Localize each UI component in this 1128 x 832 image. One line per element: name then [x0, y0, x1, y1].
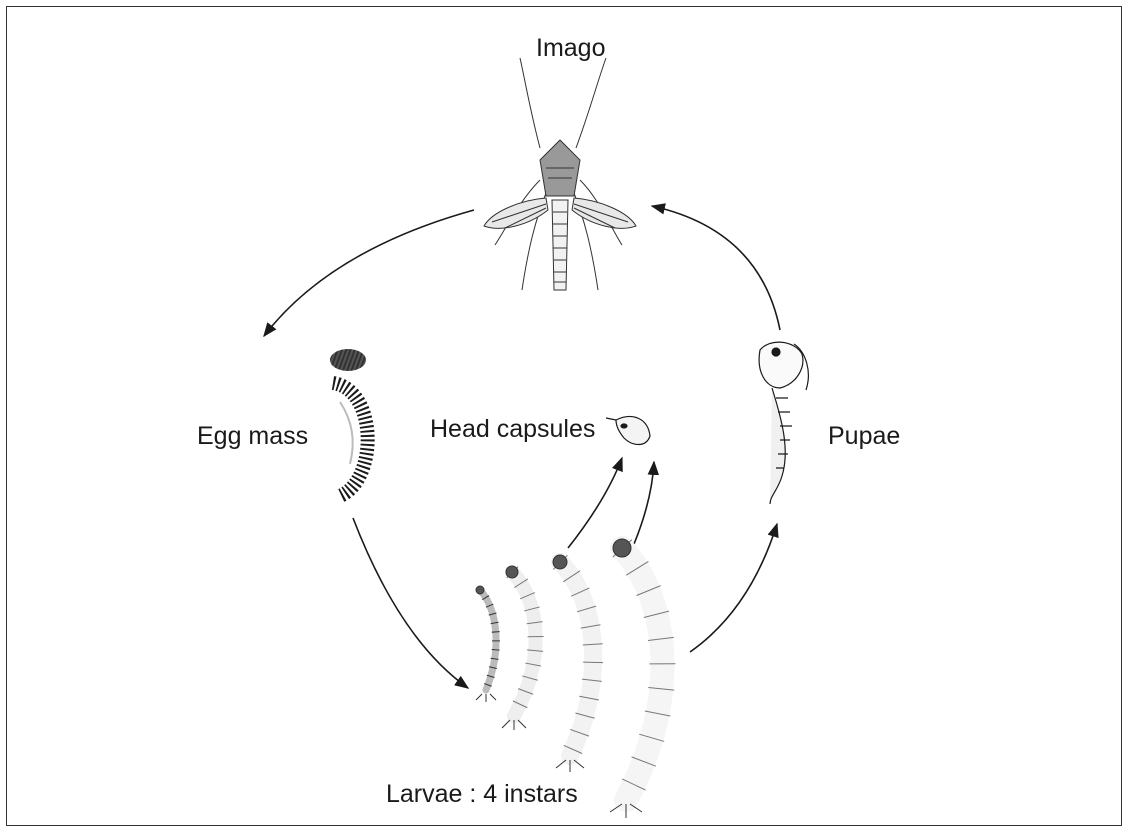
head-capsules-label: Head capsules: [430, 417, 595, 442]
pupa-icon: [759, 342, 808, 504]
arrow-larva-to-head-capsule-2: [634, 462, 654, 544]
egg-mass-icon: [330, 349, 368, 496]
head-capsule-icon: [606, 417, 650, 445]
arrow-imago-to-egg: [264, 210, 474, 336]
imago-label: Imago: [536, 36, 605, 61]
arrow-larva-to-head-capsule-1: [568, 458, 622, 548]
arrow-pupae-to-imago: [652, 206, 780, 330]
larva-instar-icon: [476, 539, 662, 818]
egg-mass-label: Egg mass: [197, 424, 308, 449]
arrow-larvae-to-pupae: [690, 524, 777, 652]
arrow-egg-to-larvae: [353, 518, 468, 688]
pupae-label: Pupae: [828, 424, 900, 449]
mosquito-adult-icon: [484, 58, 636, 290]
larvae-label: Larvae : 4 instars: [386, 782, 578, 807]
